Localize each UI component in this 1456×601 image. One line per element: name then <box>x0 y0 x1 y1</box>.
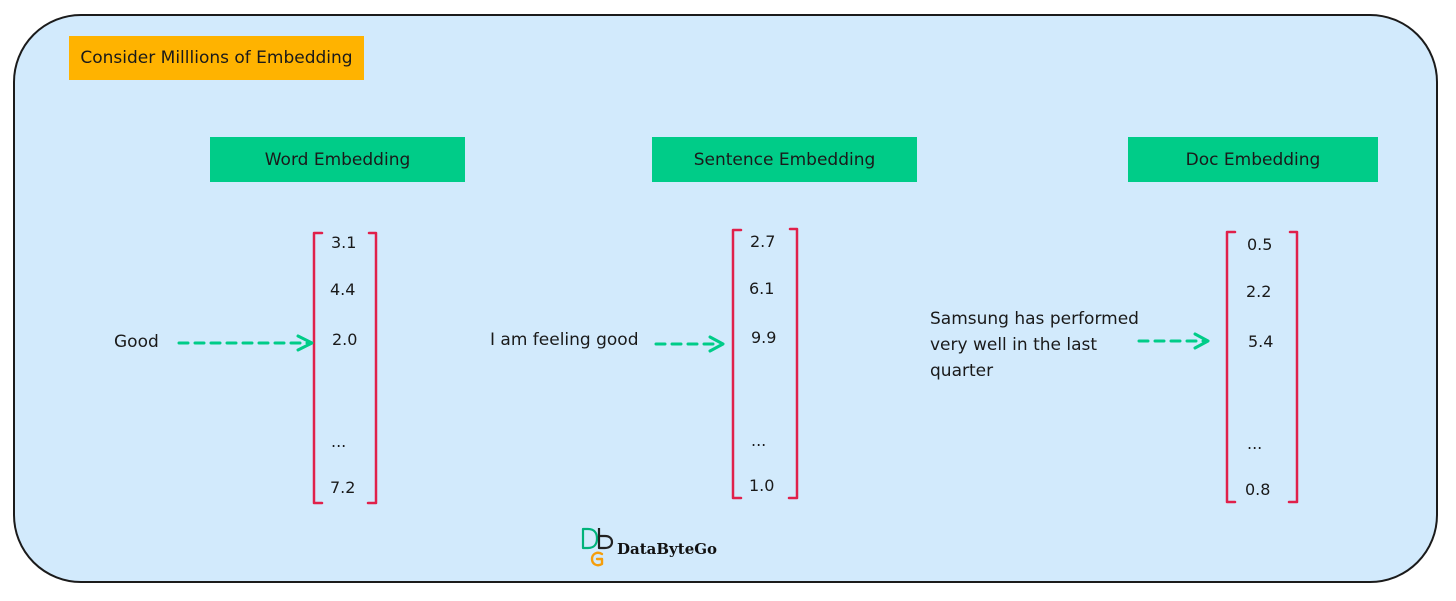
left-bracket <box>731 228 743 500</box>
right-bracket <box>787 227 799 500</box>
left-bracket <box>1225 230 1237 504</box>
doc-input-line: Samsung has performed <box>930 309 1139 329</box>
vector-value: 2.0 <box>332 330 358 349</box>
vector-value: 9.9 <box>751 328 777 347</box>
diagram-panel <box>13 14 1438 583</box>
left-bracket <box>312 231 324 505</box>
right-bracket <box>1287 230 1299 504</box>
vector-value: 2.2 <box>1246 282 1272 301</box>
sentence-embedding-header: Sentence Embedding <box>652 137 917 182</box>
databytego-logo-icon <box>581 527 614 567</box>
vector-value: 3.1 <box>331 233 357 252</box>
vector-value: 1.0 <box>749 476 775 495</box>
doc-input-line: quarter <box>930 361 994 381</box>
vector-value: 7.2 <box>330 478 356 497</box>
vector-value: 2.7 <box>750 232 776 251</box>
sentence-input-text: I am feeling good <box>490 330 639 350</box>
arrow-head <box>1193 332 1210 350</box>
vector-value: ... <box>751 431 767 450</box>
vector-value: 6.1 <box>749 279 775 298</box>
logo-text: DataByteGo <box>617 540 718 558</box>
doc-embedding-header: Doc Embedding <box>1128 137 1378 182</box>
doc-input-line: very well in the last <box>930 335 1098 355</box>
doc-input-text: Samsung has performed very well in the l… <box>930 306 1139 384</box>
arrow-head <box>708 335 725 353</box>
word-input-text: Good <box>114 332 159 352</box>
vector-value: 4.4 <box>330 280 356 299</box>
title-tag: Consider Milllions of Embedding <box>69 36 364 80</box>
vector-value: 0.5 <box>1247 235 1273 254</box>
right-bracket <box>366 231 378 505</box>
vector-value: ... <box>331 432 347 451</box>
vector-value: 0.8 <box>1245 480 1271 499</box>
vector-value: ... <box>1247 434 1263 453</box>
arrow-head <box>296 334 314 352</box>
vector-value: 5.4 <box>1248 332 1274 351</box>
word-embedding-header: Word Embedding <box>210 137 465 182</box>
